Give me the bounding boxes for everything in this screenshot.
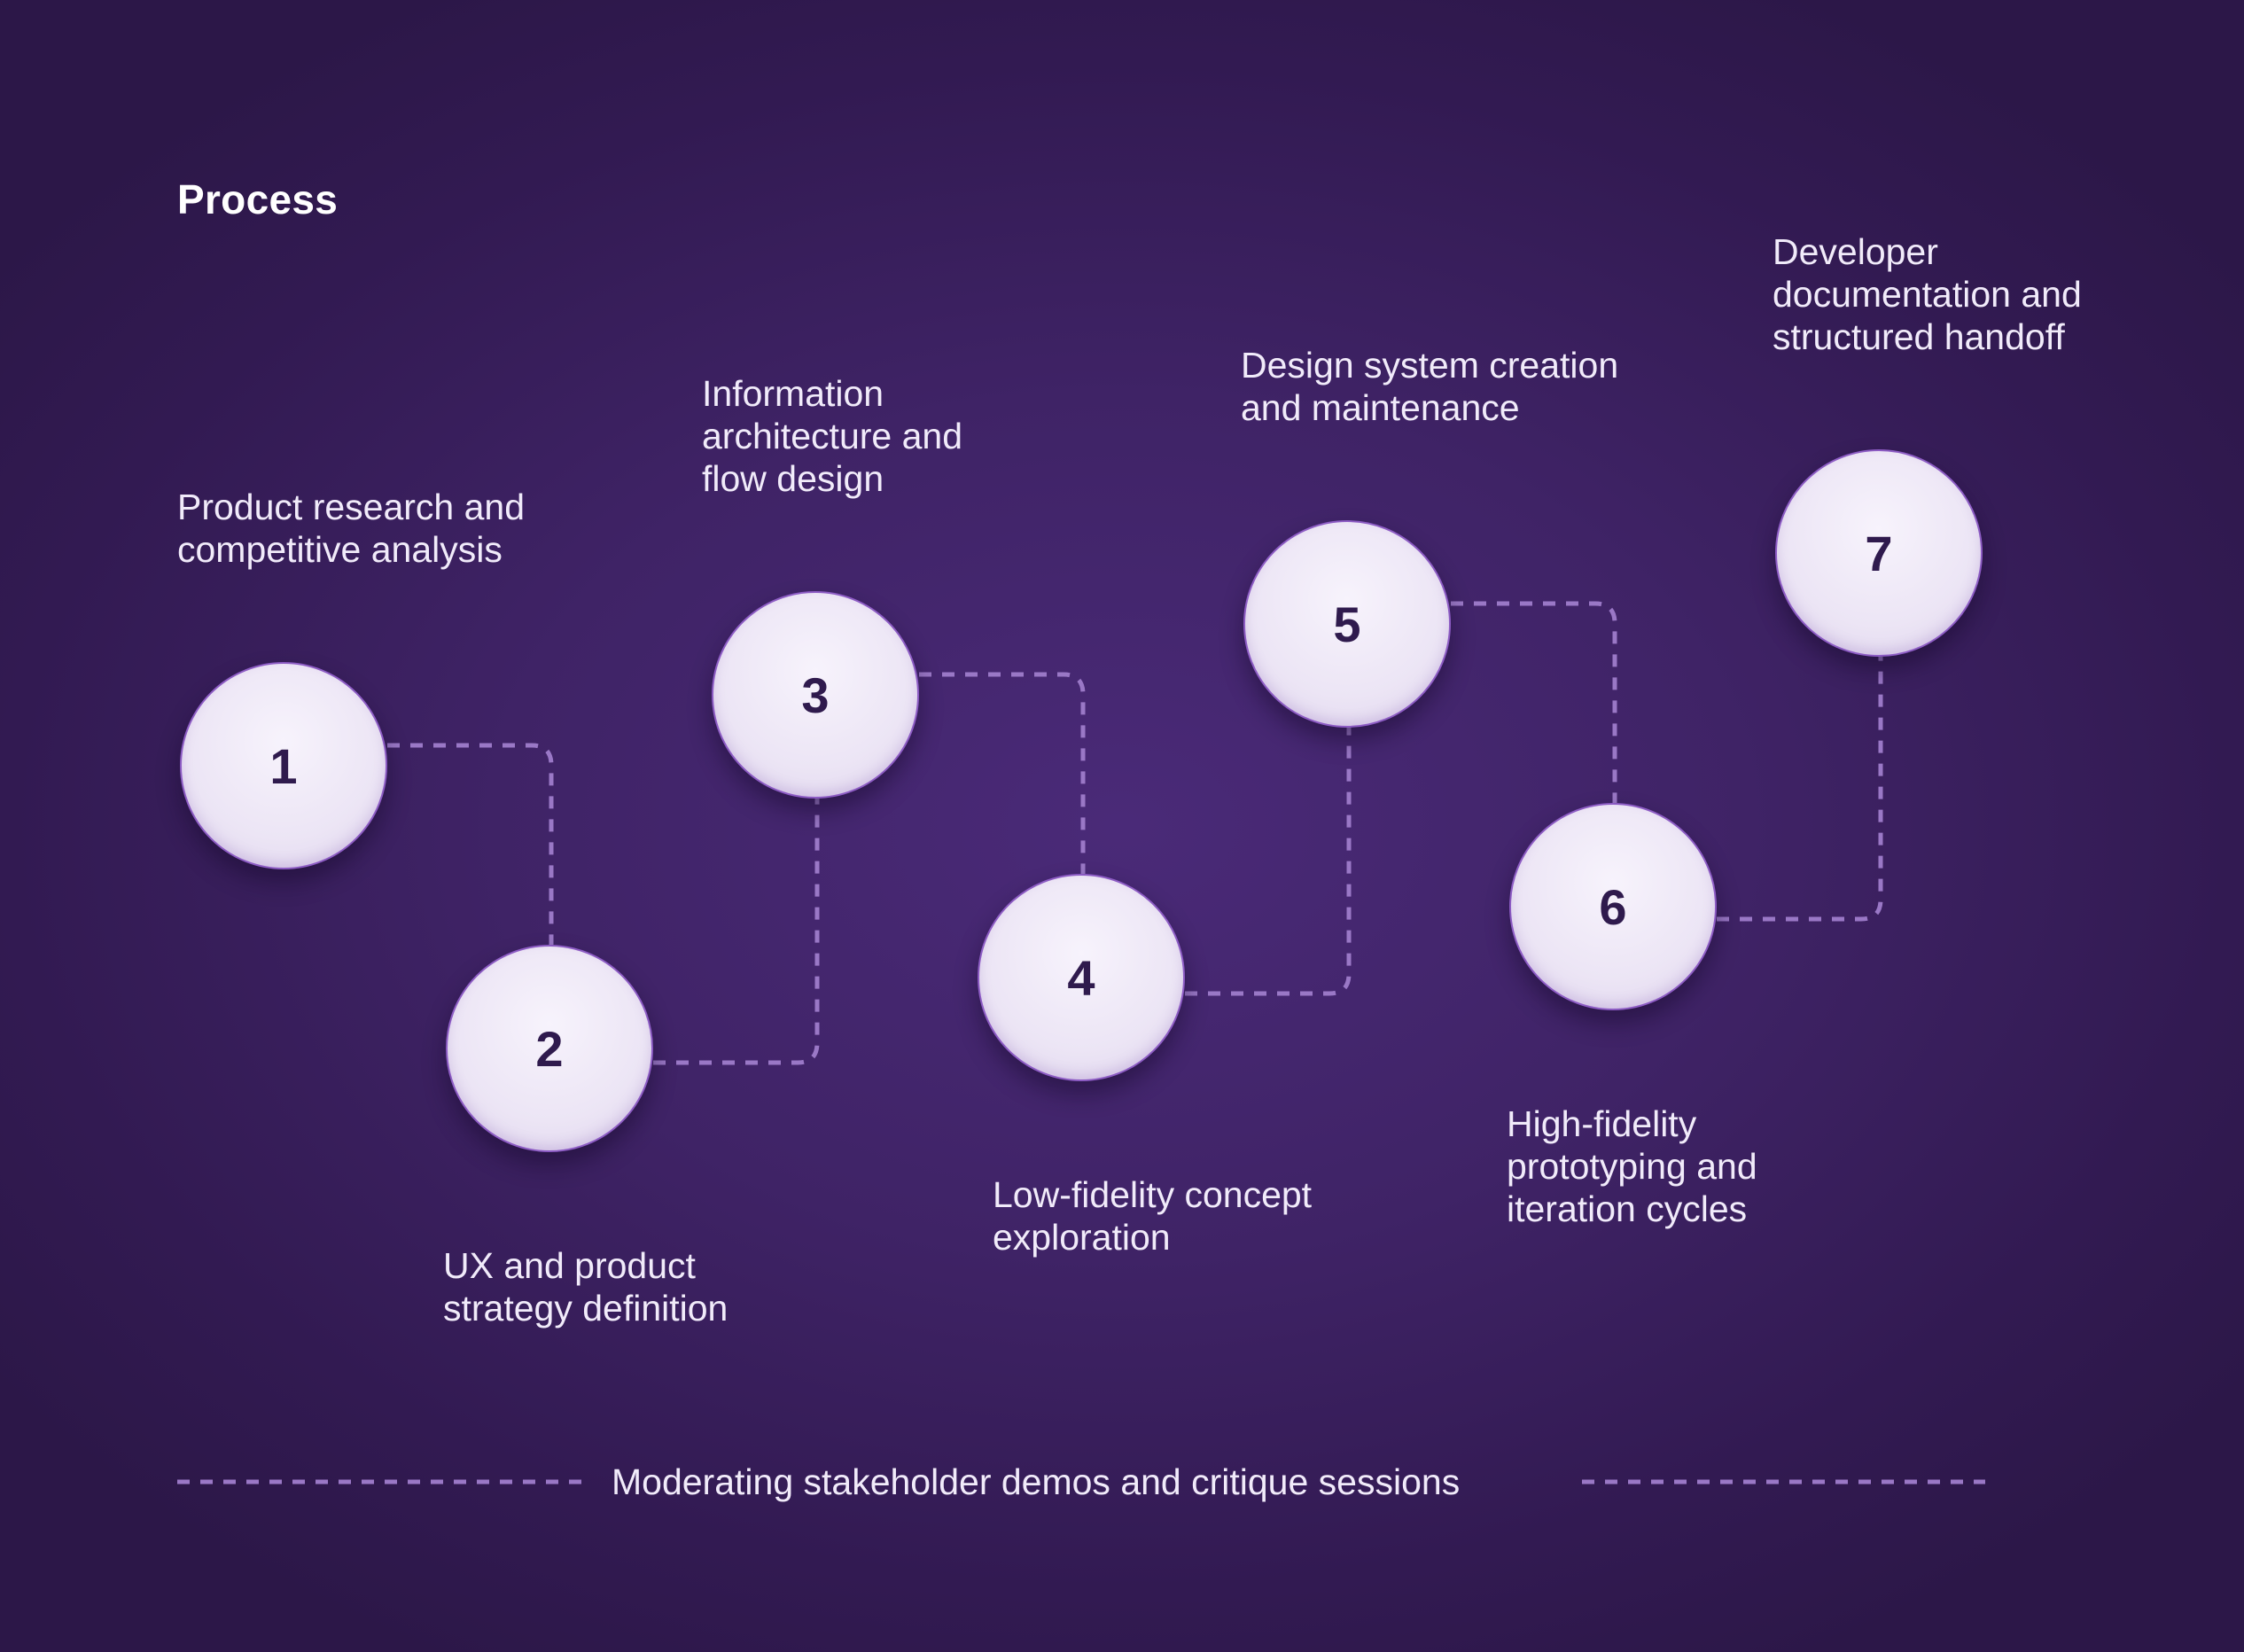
connector-4-5 <box>1185 728 1352 996</box>
step-label-4: Low-fidelity concept exploration <box>993 1174 1313 1258</box>
step-node-1: 1 <box>180 662 387 869</box>
connector-5-6 <box>1451 601 1617 803</box>
step-number-2: 2 <box>535 1020 564 1077</box>
connector-3-4 <box>919 672 1086 874</box>
step-label-1: Product research and competitive analysi… <box>177 487 526 570</box>
step-number-5: 5 <box>1333 596 1361 652</box>
step-number-7: 7 <box>1865 525 1893 581</box>
page-title: Process <box>177 176 339 222</box>
step-number-3: 3 <box>801 666 830 723</box>
connector-2-3 <box>653 799 820 1065</box>
step-node-6: 6 <box>1509 803 1717 1010</box>
step-node-5: 5 <box>1243 520 1451 728</box>
step-label-5: Design system creation and maintenance <box>1241 345 1619 428</box>
step-label-6: High-fidelity prototyping and iteration … <box>1507 1103 1757 1229</box>
step-node-2: 2 <box>446 945 653 1152</box>
step-node-7: 7 <box>1775 449 1983 657</box>
step-label-7: Developer documentation and structured h… <box>1773 231 2082 357</box>
connector-6-7 <box>1717 657 1883 922</box>
footer-label: Moderating stakeholder demos and critiqu… <box>612 1461 1461 1502</box>
connector-1-2 <box>387 743 554 945</box>
step-node-4: 4 <box>978 874 1185 1081</box>
step-node-3: 3 <box>712 591 919 799</box>
step-number-1: 1 <box>269 737 298 794</box>
step-number-4: 4 <box>1067 949 1095 1006</box>
step-number-6: 6 <box>1599 878 1627 935</box>
step-label-3: Information architecture and flow design <box>702 373 963 499</box>
step-label-2: UX and product strategy definition <box>443 1245 729 1329</box>
